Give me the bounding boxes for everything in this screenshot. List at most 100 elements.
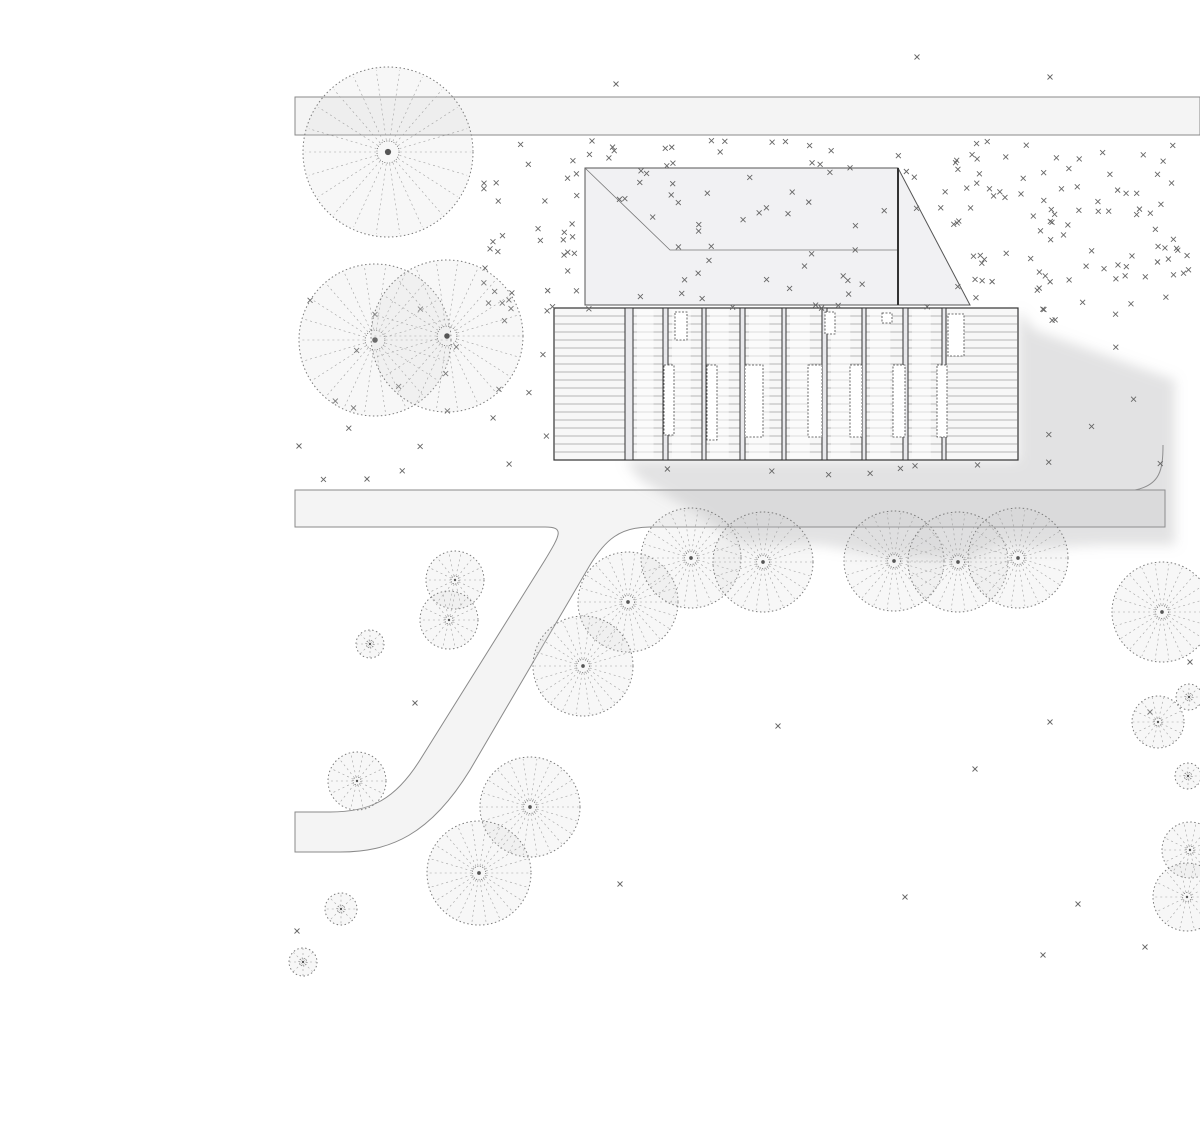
tree-trunk — [1188, 848, 1192, 852]
ground-cover-mark — [881, 207, 888, 214]
tree-trunk-ring — [887, 554, 901, 568]
tree — [370, 259, 524, 413]
north-road — [294, 96, 1200, 136]
ground-cover-mark — [1066, 277, 1072, 283]
tree-trunk-ring — [352, 776, 362, 786]
ground-cover-mark — [967, 205, 974, 211]
ground-cover-mark — [897, 465, 904, 472]
tree-trunk — [477, 871, 481, 875]
roof-light-band — [637, 310, 654, 458]
tree-trunk-ring — [298, 957, 308, 967]
tree-trunk-ring — [1182, 892, 1192, 902]
tree — [288, 947, 318, 977]
ground-cover-mark — [1180, 270, 1187, 277]
tree-trunk — [892, 559, 896, 563]
tree-trunk — [689, 556, 693, 560]
tree-trunk — [384, 148, 392, 156]
ground-cover-mark — [1083, 263, 1089, 270]
ground-cover-mark — [974, 462, 981, 468]
tree-trunk-ring — [684, 551, 698, 565]
ground-cover-mark — [1048, 206, 1055, 213]
ground-cover-mark — [637, 293, 644, 300]
tree-trunk-ring — [364, 329, 386, 351]
ground-cover-mark — [1079, 299, 1086, 306]
tree-trunk-ring — [1184, 692, 1194, 702]
ground-cover-mark — [544, 287, 551, 294]
ground-cover-mark — [1122, 272, 1128, 279]
ground-cover-mark — [695, 221, 702, 228]
ground-cover-mark — [756, 210, 762, 216]
ground-cover-mark — [1154, 259, 1161, 265]
ground-cover-mark — [1136, 206, 1143, 212]
ground-cover-mark — [535, 225, 541, 232]
ground-cover-mark — [669, 180, 676, 187]
ground-cover-mark — [973, 140, 980, 147]
ground-cover-mark — [638, 168, 644, 174]
ground-cover-mark — [549, 303, 556, 310]
ground-cover-mark — [663, 162, 670, 169]
ground-cover-mark — [695, 270, 701, 276]
ground-cover-mark — [895, 152, 902, 159]
tree — [355, 629, 385, 659]
ground-cover-mark — [662, 145, 669, 152]
ground-cover-mark — [636, 179, 643, 186]
ground-cover-mark — [1173, 245, 1180, 252]
courtyard-outline — [584, 167, 971, 306]
ground-cover-mark — [914, 54, 920, 60]
ground-cover-mark — [913, 205, 920, 212]
ground-cover-mark — [499, 300, 506, 306]
ground-cover-mark — [506, 461, 512, 467]
ground-cover-mark — [444, 408, 451, 414]
skylight — [824, 311, 836, 335]
ground-cover-mark — [817, 161, 823, 168]
ground-cover-mark — [678, 290, 685, 297]
ground-cover-mark — [1128, 300, 1134, 307]
tree — [1174, 762, 1200, 790]
ground-cover-mark — [708, 137, 715, 144]
ground-cover-mark — [867, 470, 873, 477]
ground-cover-mark — [675, 244, 682, 250]
ground-cover-mark — [613, 81, 619, 87]
ground-cover-mark — [1047, 278, 1053, 285]
ground-cover-mark — [786, 285, 793, 292]
ground-cover-mark — [1169, 142, 1176, 149]
ground-cover-mark — [1115, 262, 1121, 268]
ground-cover-mark — [808, 250, 815, 257]
ground-cover-mark — [675, 199, 682, 206]
ground-cover-mark — [1049, 219, 1055, 226]
ground-cover-mark — [573, 288, 580, 294]
skylight — [947, 313, 965, 357]
ground-cover-mark — [1041, 306, 1047, 313]
tree-trunk-ring — [1011, 551, 1025, 565]
ground-cover-mark — [481, 180, 487, 187]
tree-trunk — [1185, 895, 1189, 899]
tree — [1175, 683, 1200, 711]
ground-cover-mark — [970, 253, 977, 260]
ground-cover-mark — [506, 297, 512, 303]
ground-cover-marks — [294, 54, 1193, 958]
tree — [907, 511, 1009, 613]
ground-cover-mark — [974, 156, 980, 162]
ground-cover-mark — [1074, 183, 1081, 190]
ground-cover-mark — [526, 389, 532, 396]
tree — [419, 590, 479, 650]
tree-trunk — [1160, 610, 1164, 614]
ground-cover-mark — [1187, 659, 1193, 665]
ground-cover-mark — [740, 216, 746, 223]
ground-cover-mark — [1170, 236, 1177, 243]
ground-cover-mark — [955, 166, 961, 173]
tree — [1152, 862, 1200, 932]
ground-cover-mark — [1112, 311, 1119, 317]
ground-cover-mark — [1160, 158, 1166, 164]
ground-cover-mark — [570, 157, 576, 164]
skylight — [663, 364, 675, 436]
ground-cover-mark — [490, 415, 496, 421]
ground-cover-mark — [649, 214, 656, 220]
skylight — [892, 364, 906, 438]
tree — [967, 507, 1069, 609]
ground-cover-mark — [609, 144, 616, 150]
ground-cover-mark — [706, 257, 712, 264]
tree-trunk — [447, 618, 451, 622]
ground-cover-mark — [763, 276, 770, 283]
ground-cover-mark — [972, 766, 978, 772]
